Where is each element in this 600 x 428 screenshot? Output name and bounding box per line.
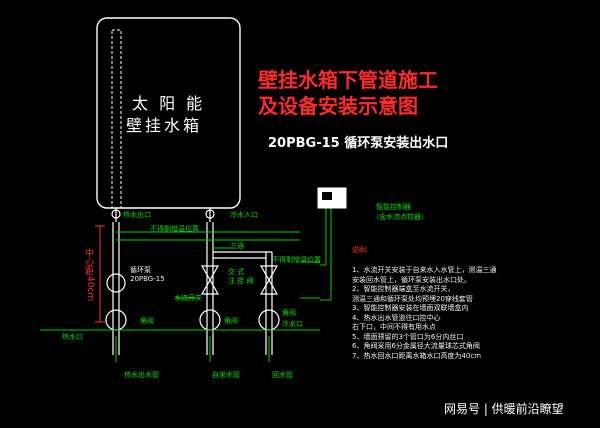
flow-switch-label: 水流开关 [174,294,202,302]
cross-label: 交 式 [228,268,245,276]
note-line: 3、智能控制器安装在墙面双联墙盒内 [352,304,469,312]
note-line: 测温三通和循环泵处均预埋20穿线套管 [352,294,473,303]
cold-pipe-label: 自来水管 [212,371,240,379]
notes-heading: 说明: [352,246,369,254]
return-pipe-label: 回水管 [272,371,293,379]
note-line: 5、墙面预留的3个管口为6分内丝口 [352,332,464,341]
valve-mid-label: 角阀 [224,317,238,325]
note-line: 2、智能控制器端盒至水流开关， [352,285,455,293]
controller-label-2: （含水流点控器） [372,213,428,221]
watermark: 网易号 | 供暖前沿瞭望 [444,402,564,416]
controller-label-1: 智能控制器 [376,203,411,211]
control-wiring [40,208,332,362]
dimension-label: 中心距 [83,248,93,275]
tank-label-2: 壁挂水箱 [126,116,203,135]
valve-right-label: 角阀 [282,309,296,317]
cold-in-label: 冷水入口 [230,211,258,219]
note-line: 7、热水回水口距离水箱水口高度为40cm [352,351,482,360]
cold-port-label: 冷水口 [282,320,303,328]
note-line: 4、热水出水管道往口控中心 [352,313,441,322]
hot-out-label: 热水出口 [123,211,151,219]
note-line: 6、角阀采用6分金属径大流量球芯式角阀 [352,342,480,350]
note-line: 1、水流开关安装于自来水入水管上，测温三通 [352,266,497,274]
dimension-value: 40cm [85,276,95,302]
pipes [111,208,273,355]
internal-pipe [111,29,122,209]
cross-label-2: 注 挂 阀 [228,277,254,285]
not-heated-label-2: 不得剩增温位置 [272,256,321,264]
model-subtitle: 20PBG-15 循环泵安装出水口 [268,136,449,151]
note-line: 右下口，中间不得有用水点 [352,323,436,331]
tank-label-1: 太 阳 能 [132,94,206,113]
valve-left-label: 角阀 [140,317,154,325]
notes-list: 1、水流开关安装于自来水入水管上，测温三通 安装回水管上，循环泵安装出水口处。 … [352,266,496,361]
tee-label: 三通 [230,242,244,250]
dimension-line [95,225,105,323]
title-line-2: 及设备安装示意图 [258,94,418,118]
hot-port-label: 热水口 [62,333,83,341]
title-line-1: 壁挂水箱下管道施工 [258,68,438,92]
hot-pipe-label: 热水出水管 [124,371,159,379]
note-line: 安装回水管上，循环泵安装出水口处。 [352,275,471,284]
pump-model-label: 20PBG-15 [130,275,165,283]
solar-tank [96,17,241,209]
pump-symbol [106,273,126,293]
not-heated-label-1: 不得剩增温位置 [150,225,199,233]
controller-screen [322,192,332,200]
pump-label: 循环泵 [130,266,151,274]
